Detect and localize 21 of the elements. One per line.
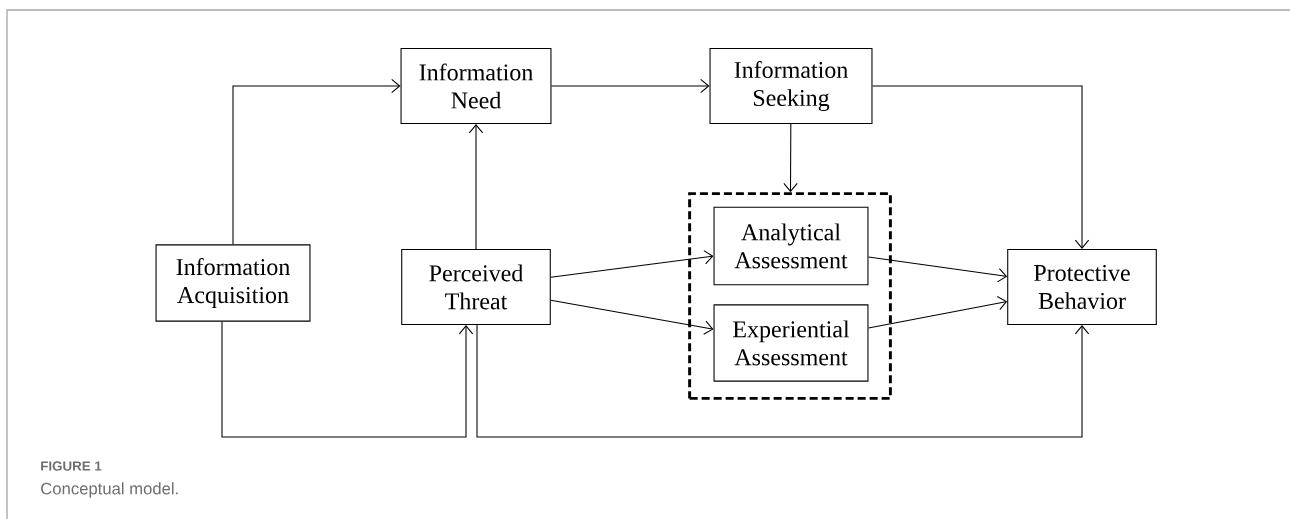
arrow xyxy=(550,78,710,94)
arrow xyxy=(783,123,798,193)
concept-box: Protective Behavior xyxy=(1007,249,1157,325)
arrow xyxy=(867,295,1008,329)
figure-number: FIGURE 1 xyxy=(41,461,102,471)
arrow xyxy=(476,324,1090,438)
concept-box: Information Need xyxy=(400,48,552,124)
concept-box: Analytical Assessment xyxy=(713,206,869,286)
arrow xyxy=(221,321,474,438)
arrow xyxy=(867,256,1008,283)
arrow xyxy=(232,78,401,245)
concept-box: Information Seeking xyxy=(709,48,873,124)
arrow xyxy=(550,299,714,335)
concept-box: Perceived Threat xyxy=(401,249,551,325)
arrow xyxy=(871,85,1090,249)
caption: Conceptual model. xyxy=(41,482,178,498)
dashed-group-box xyxy=(688,192,892,400)
arrow xyxy=(550,250,714,278)
arrow xyxy=(468,124,484,250)
concept-box: Information Acquisition xyxy=(155,244,311,322)
concept-box: Experiential Assessment xyxy=(713,304,869,382)
